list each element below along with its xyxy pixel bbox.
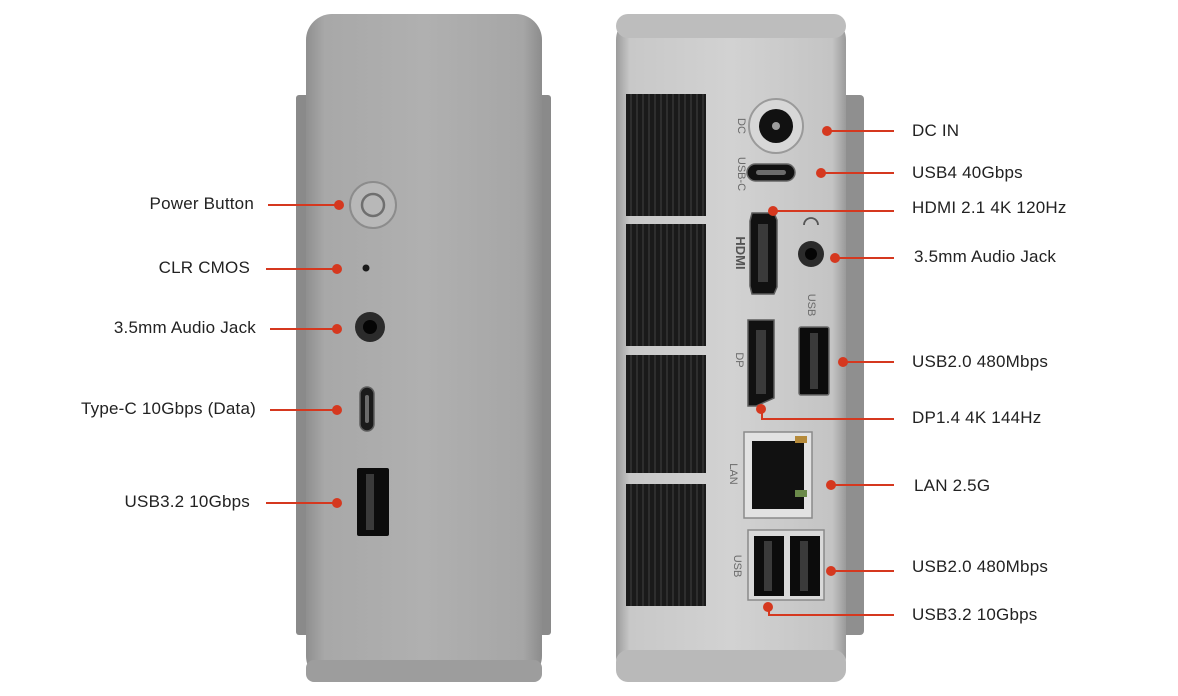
- leader-clr-cmos: [266, 268, 336, 270]
- usb4-tongue: [756, 170, 786, 175]
- callout-usb20a: USB2.0 480Mbps: [912, 352, 1049, 371]
- callout-front-usb32: USB3.2 10Gbps: [124, 492, 250, 511]
- front-chassis: [306, 14, 542, 682]
- callout-lan: LAN 2.5G: [914, 476, 991, 495]
- usb-marking: USB: [805, 294, 817, 317]
- rear-vent-3: [626, 355, 706, 473]
- leader-hdmi: [776, 210, 894, 212]
- lan-port[interactable]: [752, 441, 804, 509]
- leader-usb32-rear: [768, 614, 894, 616]
- callout-front-typec: Type-C 10Gbps (Data): [80, 399, 256, 418]
- front-typec-tongue: [365, 395, 369, 423]
- leader-lan: [834, 484, 894, 486]
- rear-bottom-cap: [616, 650, 846, 682]
- dot-clr-cmos: [332, 264, 342, 274]
- hdmi-tongue: [758, 224, 768, 282]
- power-button-ring: [360, 192, 386, 218]
- leader-front-usb32: [266, 502, 336, 504]
- front-usb-tongue: [366, 474, 374, 530]
- rear-vent-4: [626, 484, 706, 606]
- hdmi-marking: HDMI: [733, 236, 748, 269]
- dot-dc-in: [822, 126, 832, 136]
- power-button[interactable]: [349, 181, 397, 229]
- dot-usb20b: [826, 566, 836, 576]
- lan-marking: LAN: [727, 463, 739, 484]
- callout-clr-cmos: CLR CMOS: [158, 258, 250, 277]
- dot-usb4: [816, 168, 826, 178]
- callout-front-audio-jack: 3.5mm Audio Jack: [113, 318, 256, 337]
- lan-led-orange: [795, 436, 807, 443]
- rear-audio-jack[interactable]: [805, 248, 817, 260]
- rear-top-cap: [616, 14, 846, 38]
- dot-usb20a: [838, 357, 848, 367]
- clr-cmos-hole[interactable]: [362, 264, 370, 272]
- dot-power-button: [334, 200, 344, 210]
- dot-front-typec: [332, 405, 342, 415]
- callout-hdmi: HDMI 2.1 4K 120Hz: [912, 198, 1067, 217]
- callout-power-button: Power Button: [149, 194, 254, 213]
- callout-dc-in: DC IN: [912, 121, 960, 140]
- usb32-rear-tongue: [764, 541, 772, 591]
- leader-front-audio-jack: [270, 328, 336, 330]
- leader-usb32-rear-vertical: [768, 607, 770, 615]
- callout-usb20b: USB2.0 480Mbps: [912, 557, 1049, 576]
- dp-tongue: [756, 330, 766, 394]
- front-audio-jack[interactable]: [363, 320, 377, 334]
- usbc-marking: USB-C: [735, 157, 747, 191]
- rear-vent-2: [626, 224, 706, 346]
- leader-front-typec: [270, 409, 336, 411]
- leader-power-button: [268, 204, 338, 206]
- callout-usb4: USB4 40Gbps: [912, 163, 1023, 182]
- leader-dp-vertical: [761, 409, 763, 419]
- leader-dc-in: [830, 130, 894, 132]
- dot-hdmi: [768, 206, 778, 216]
- front-chassis-bottom: [306, 660, 542, 682]
- leader-usb20b: [834, 570, 894, 572]
- usb-bottom-marking: USB: [731, 555, 743, 578]
- callout-dp: DP1.4 4K 144Hz: [912, 408, 1042, 427]
- lan-led-green: [795, 490, 807, 497]
- dot-rear-audio: [830, 253, 840, 263]
- dot-front-audio-jack: [332, 324, 342, 334]
- dot-lan: [826, 480, 836, 490]
- dc-in-pin: [772, 122, 780, 130]
- leader-dp: [761, 418, 894, 420]
- dp-marking: DP: [733, 352, 745, 367]
- callout-rear-audio: 3.5mm Audio Jack: [914, 247, 1057, 266]
- rear-usb2-tongue: [810, 333, 818, 389]
- headphone-icon: [803, 217, 819, 226]
- dot-front-usb32: [332, 498, 342, 508]
- rear-vent-1: [626, 94, 706, 216]
- leader-usb20a: [846, 361, 894, 363]
- leader-usb4: [824, 172, 894, 174]
- leader-rear-audio: [838, 257, 894, 259]
- dc-marking: DC: [735, 118, 747, 134]
- usb20-rear-tongue: [800, 541, 808, 591]
- callout-usb32-rear: USB3.2 10Gbps: [912, 605, 1038, 624]
